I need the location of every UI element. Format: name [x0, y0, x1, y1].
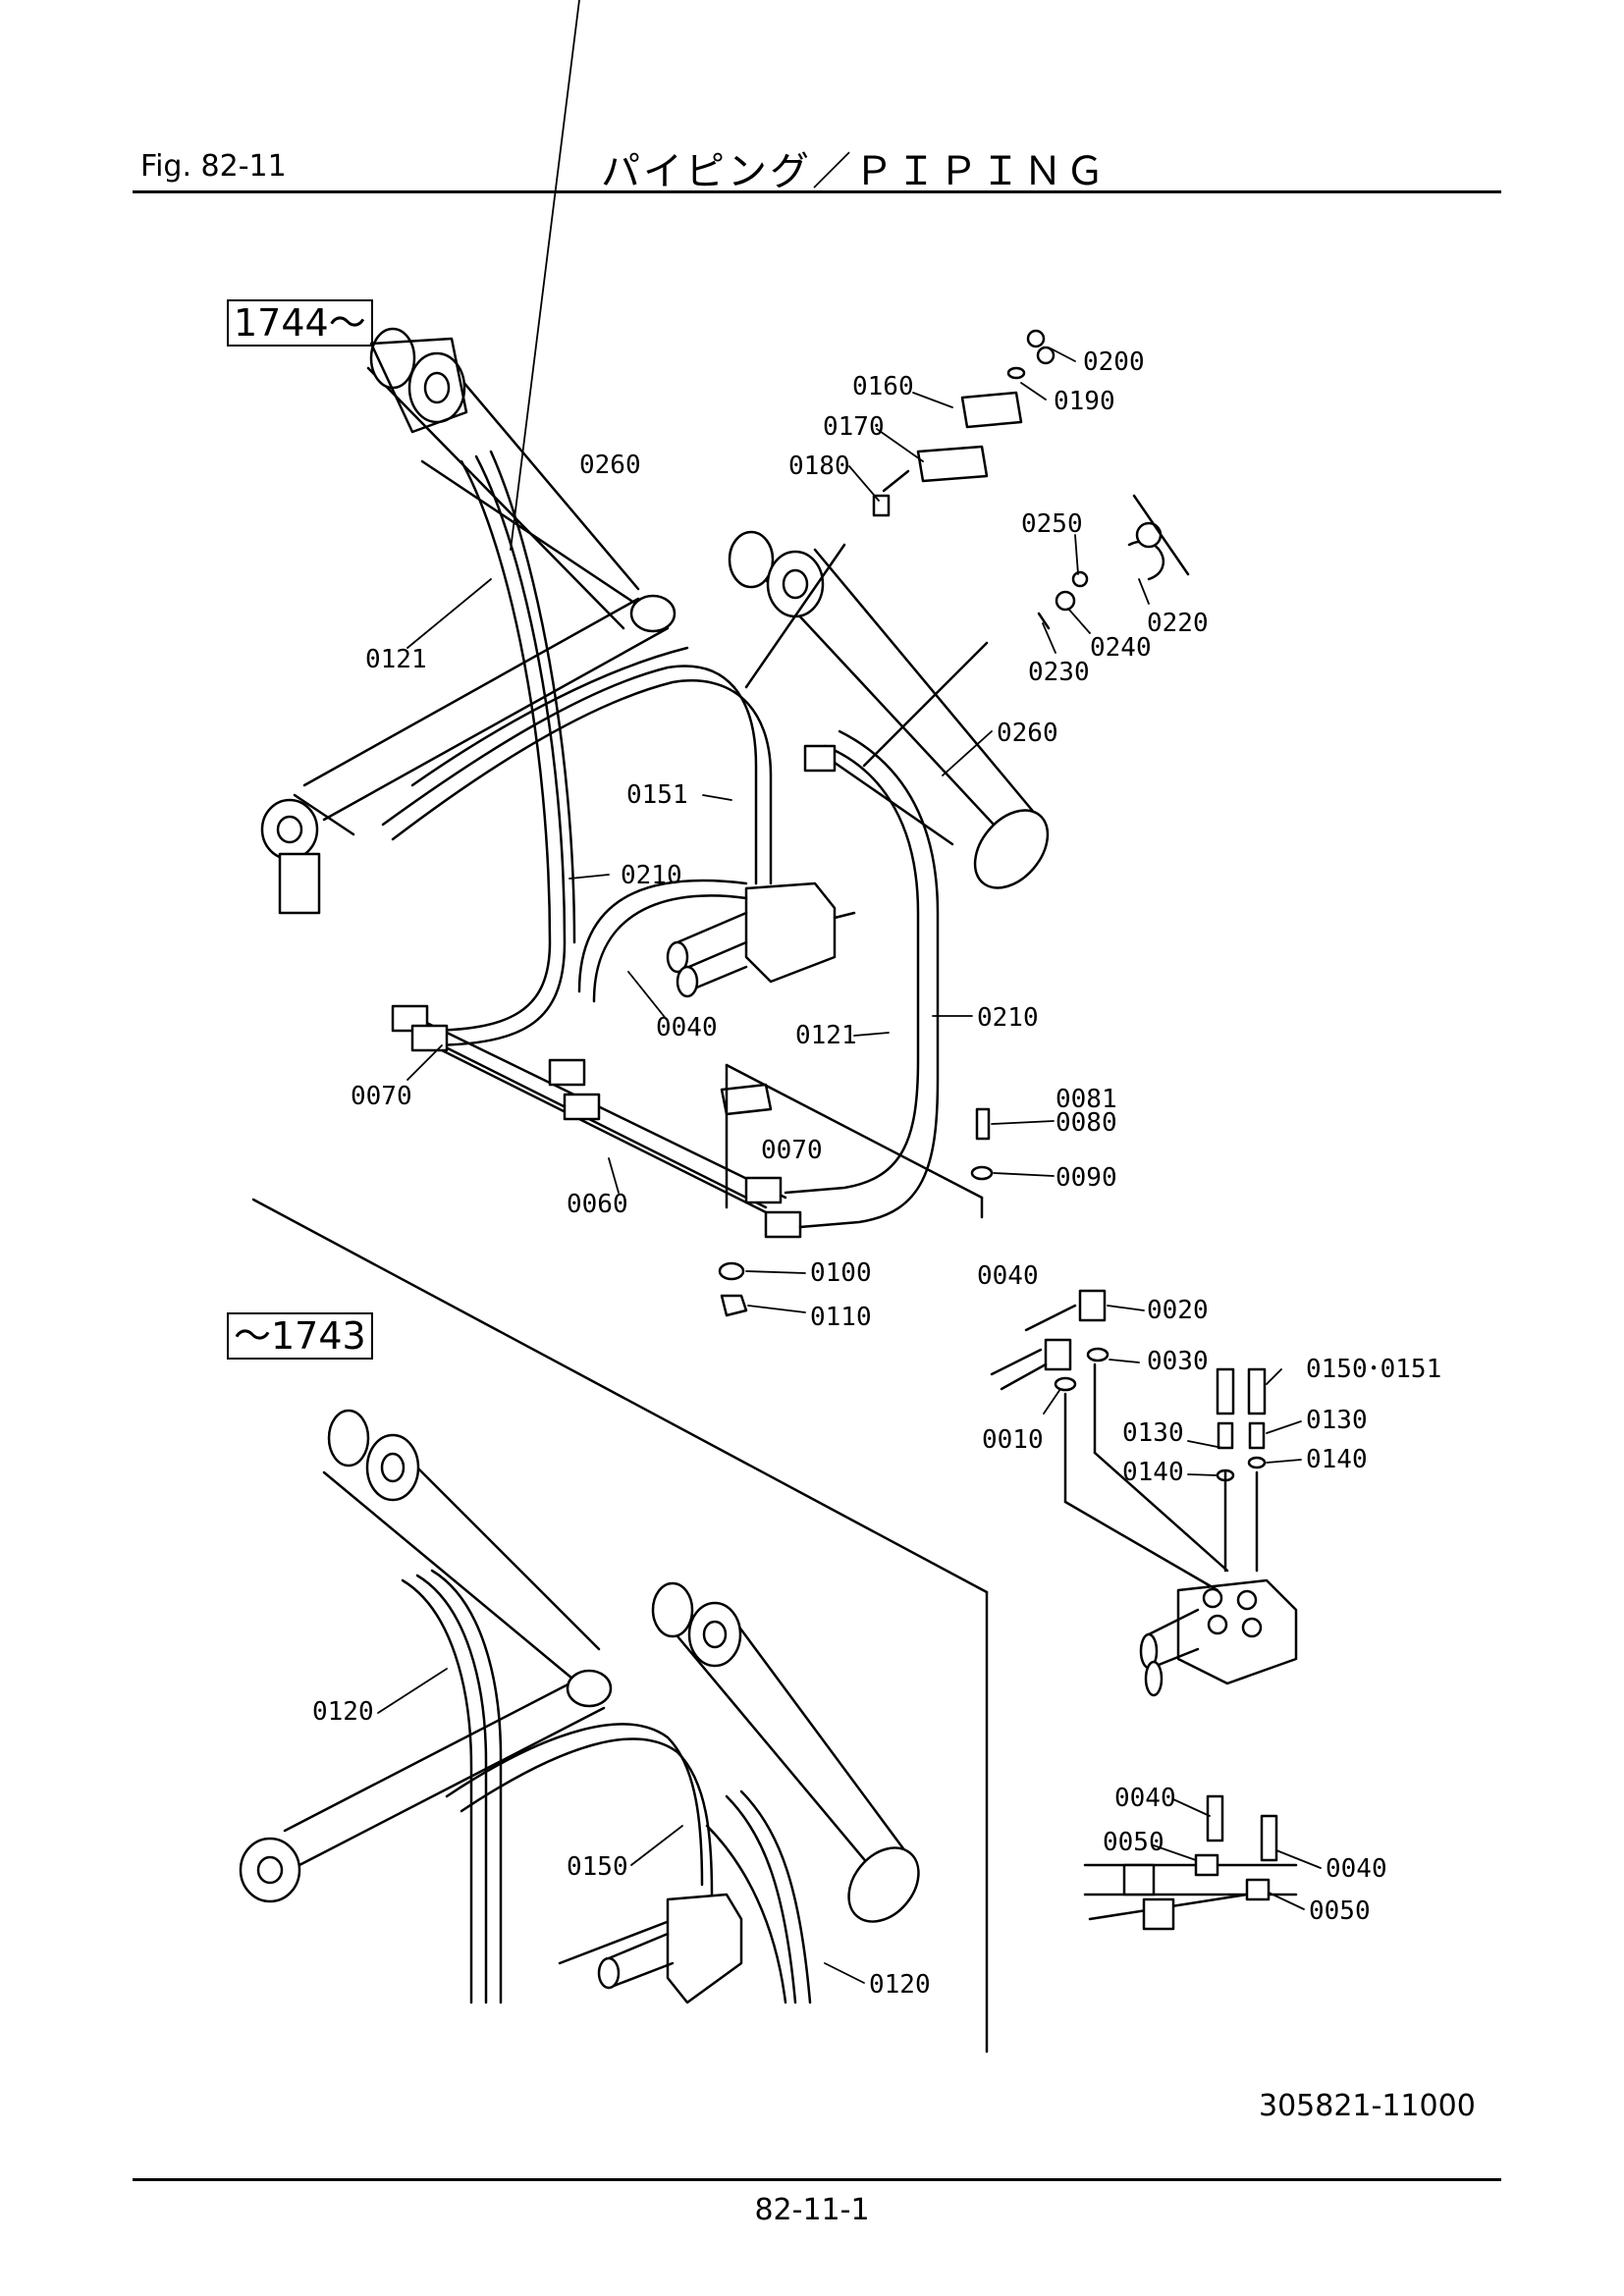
serial-range-old: ～1743: [227, 1312, 373, 1360]
section-divider: [251, 1198, 989, 2054]
header-divider: [133, 190, 1501, 193]
label-0140: 0140: [1306, 1445, 1368, 1474]
label-0120: 0120: [312, 1697, 374, 1727]
label-0040: 0040: [656, 1013, 718, 1042]
label-0060: 0060: [567, 1190, 628, 1219]
label-0121: 0121: [795, 1021, 857, 1050]
label-0140: 0140: [1122, 1458, 1184, 1487]
figure-number: Fig. 82-11: [140, 149, 287, 184]
label-0130: 0130: [1122, 1418, 1184, 1448]
reference-arrows: [744, 543, 989, 768]
boom-cylinder-upper-right: [728, 530, 1050, 889]
label-0170: 0170: [823, 412, 885, 442]
label-0050: 0050: [1103, 1828, 1164, 1857]
hoses-upper-left: [381, 450, 773, 1047]
label-0080: 0080: [1056, 1108, 1117, 1138]
label-0110: 0110: [810, 1303, 872, 1332]
boom-cylinder-lower-right: [651, 1581, 920, 2004]
footer-divider: [133, 2178, 1501, 2181]
label-0070: 0070: [761, 1136, 823, 1165]
label-0230: 0230: [1028, 658, 1090, 687]
label-0210: 0210: [621, 861, 682, 890]
part-labels: 0260 0121 0151 0210 0040 0121 0210 0070 …: [312, 347, 1441, 2000]
label-0020: 0020: [1147, 1296, 1209, 1325]
label-0050: 0050: [1309, 1896, 1371, 1926]
clamp-plate-parts: [872, 329, 1056, 517]
leader-lines: [377, 0, 1322, 1984]
label-0240: 0240: [1090, 633, 1152, 663]
bracket-and-bolt: [718, 1063, 994, 1317]
page-number: 82-11-1: [754, 2193, 870, 2227]
label-0151: 0151: [626, 780, 688, 810]
label-0220: 0220: [1147, 609, 1209, 638]
label-0150: 0150: [567, 1852, 628, 1882]
label-0040: 0040: [977, 1261, 1039, 1291]
arm-cylinder-upper-left: [260, 594, 677, 915]
label-0190: 0190: [1054, 387, 1115, 416]
page-title: パイピング／ＰＩＰＩＮＧ: [601, 149, 1108, 194]
label-0260: 0260: [579, 451, 641, 480]
label-0130: 0130: [1306, 1406, 1368, 1435]
boom-cylinder-lower-left: [322, 1409, 601, 1690]
control-valve-upper: [577, 879, 856, 1003]
label-0030: 0030: [1147, 1347, 1209, 1376]
label-0090: 0090: [1056, 1163, 1117, 1193]
label-0040: 0040: [1326, 1854, 1387, 1884]
label-0150-0151: 0150･0151: [1306, 1355, 1441, 1384]
label-0070: 0070: [351, 1082, 412, 1111]
label-0260: 0260: [997, 719, 1058, 748]
label-0250: 0250: [1021, 509, 1083, 539]
label-0040: 0040: [1114, 1784, 1176, 1813]
control-valve-lower: [597, 1893, 743, 2004]
serial-range-new: 1744～: [227, 299, 373, 347]
label-0200: 0200: [1083, 347, 1145, 377]
valve-fittings-detail: [990, 1289, 1298, 1697]
hoses-lower-left: [401, 1569, 714, 2004]
drawing-number: 305821-11000: [1259, 2089, 1476, 2123]
label-0100: 0100: [810, 1258, 872, 1288]
label-0160: 0160: [852, 372, 914, 401]
clip-parts: [1037, 494, 1190, 630]
label-0210: 0210: [977, 1003, 1039, 1033]
label-0180: 0180: [788, 452, 850, 481]
label-0010: 0010: [982, 1425, 1044, 1455]
label-0121: 0121: [365, 645, 427, 674]
label-0120: 0120: [869, 1970, 931, 2000]
label-0081: 0081: [1056, 1085, 1117, 1114]
pipe-connector-detail: [1083, 1794, 1298, 1931]
pipes-lower-upper: [391, 729, 940, 1239]
arm-cylinder-lower-left: [239, 1669, 613, 1903]
